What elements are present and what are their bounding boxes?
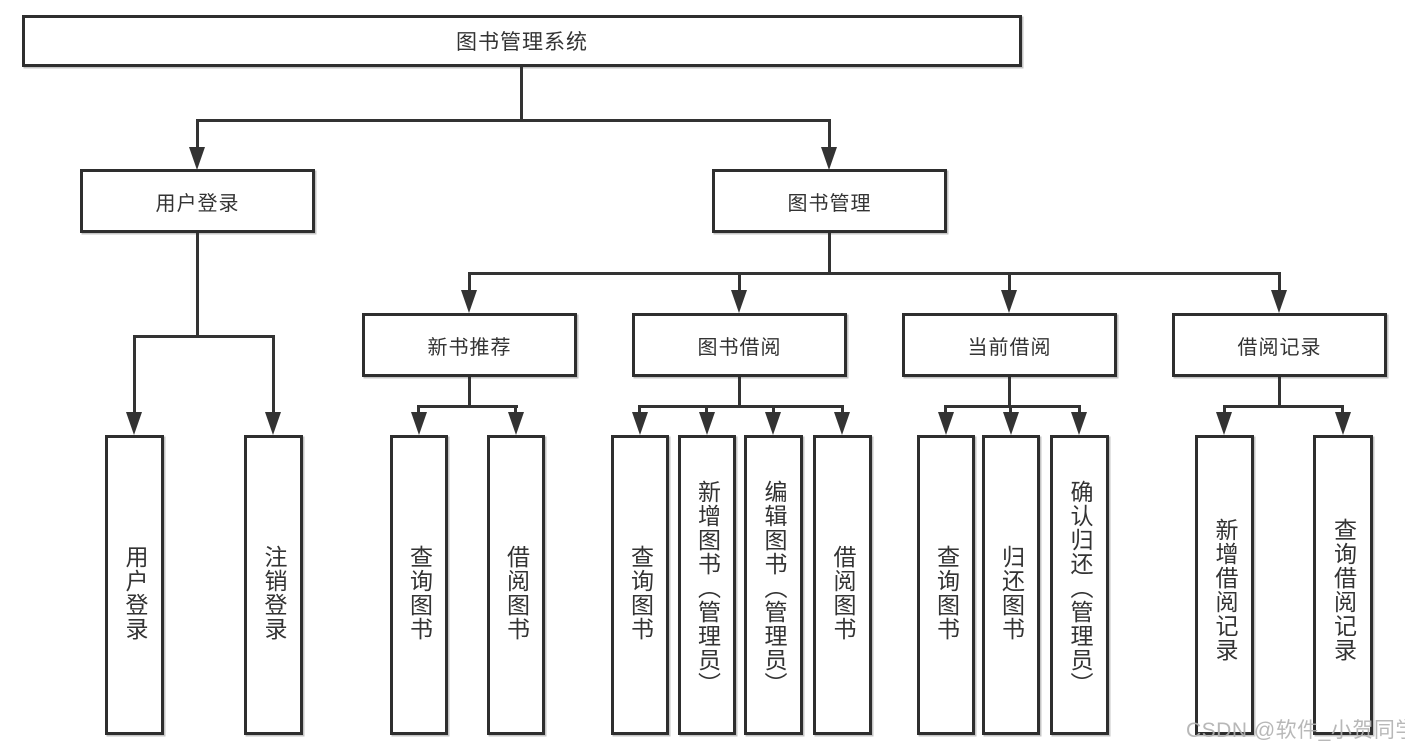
connector-line (738, 272, 741, 290)
connector-line (468, 377, 471, 405)
connector-line (638, 405, 844, 408)
connector-line (1278, 272, 1281, 290)
node-label: 查询图书 (406, 544, 433, 641)
node-label: 图书管理 (787, 192, 872, 215)
node-label: 查询图书 (627, 544, 654, 641)
node-leaf-query-book-borrowing: 查询图书 (611, 435, 669, 735)
connector-line (417, 405, 420, 412)
arrow-down-icon (1001, 290, 1017, 313)
node-leaf-add-borrow-record: 新增借阅记录 (1195, 435, 1254, 735)
arrow-down-icon (265, 412, 281, 435)
arrow-down-icon (1071, 412, 1087, 435)
arrow-down-icon (699, 412, 715, 435)
connector-line (828, 233, 831, 272)
node-leaf-edit-book-admin: 编辑图书（管理员） (744, 435, 803, 735)
connector-line (772, 405, 775, 412)
connector-line (638, 405, 641, 412)
arrow-down-icon (1003, 412, 1019, 435)
node-label: 新增借阅记录 (1212, 517, 1238, 662)
node-label: 借阅记录 (1237, 336, 1322, 359)
connector-line (133, 335, 136, 413)
connector-line (196, 233, 199, 335)
connector-line (1078, 405, 1081, 412)
connector-line (1008, 272, 1011, 290)
connector-line (514, 405, 517, 412)
node-current-borrowing: 当前借阅 (902, 313, 1117, 377)
node-label: 用户登录 (155, 192, 240, 215)
node-label: 借阅图书 (830, 544, 856, 641)
node-user-login: 用户登录 (80, 169, 315, 233)
connector-line (1223, 405, 1226, 412)
node-label: 查询图书 (933, 544, 960, 641)
arrow-down-icon (189, 147, 205, 170)
connector-line (738, 377, 741, 405)
node-label: 查询借阅记录 (1330, 517, 1357, 662)
arrow-down-icon (1335, 412, 1351, 435)
connector-line (944, 405, 947, 412)
connector-line (272, 335, 275, 413)
node-label: 用户登录 (122, 544, 148, 641)
connector-line (1341, 405, 1344, 412)
connector-line (468, 272, 471, 290)
arrow-down-icon (1271, 290, 1287, 313)
arrow-down-icon (938, 412, 954, 435)
arrow-down-icon (126, 412, 142, 435)
node-label: 借阅图书 (503, 544, 530, 641)
arrow-down-icon (1216, 412, 1232, 435)
connector-line (417, 405, 518, 408)
node-label: 新书推荐 (427, 336, 512, 359)
node-leaf-confirm-return-admin: 确认归还（管理员） (1050, 435, 1109, 735)
connector-line (1278, 377, 1281, 405)
node-label: 图书管理系统 (456, 31, 588, 54)
node-label: 当前借阅 (967, 336, 1052, 359)
arrow-down-icon (765, 412, 781, 435)
node-label: 图书借阅 (697, 336, 782, 359)
connector-line (133, 335, 275, 338)
csdn-watermark: CSDN @软件_小贺同学 (1186, 719, 1405, 742)
node-leaf-borrow-book: 借阅图书 (813, 435, 872, 735)
connector-line (196, 119, 831, 122)
node-book-borrowing: 图书借阅 (632, 313, 847, 377)
connector-line (196, 119, 199, 149)
node-leaf-logout: 注销登录 (244, 435, 303, 735)
arrow-down-icon (821, 147, 837, 170)
connector-line (468, 272, 1281, 275)
arrow-down-icon (461, 290, 477, 313)
node-leaf-query-book-recommend: 查询图书 (390, 435, 448, 735)
connector-line (828, 119, 831, 149)
node-leaf-borrow-book-recommend: 借阅图书 (487, 435, 545, 735)
node-leaf-query-borrow-record: 查询借阅记录 (1313, 435, 1373, 735)
connector-line (520, 67, 523, 119)
arrow-down-icon (632, 412, 648, 435)
connector-line (1008, 377, 1011, 405)
node-label: 编辑图书（管理员） (761, 480, 787, 696)
node-book-management: 图书管理 (712, 169, 947, 233)
node-leaf-return-book: 归还图书 (982, 435, 1040, 735)
node-borrow-records: 借阅记录 (1172, 313, 1387, 377)
connector-line (705, 405, 708, 412)
arrow-down-icon (508, 412, 524, 435)
arrow-down-icon (834, 412, 850, 435)
node-leaf-add-book-admin: 新增图书（管理员） (678, 435, 736, 735)
node-label: 确认归还（管理员） (1067, 480, 1093, 696)
arrow-down-icon (731, 290, 747, 313)
node-library-system: 图书管理系统 (22, 15, 1022, 67)
node-new-book-recommend: 新书推荐 (362, 313, 577, 377)
connector-line (944, 405, 1081, 408)
node-leaf-query-book-current: 查询图书 (917, 435, 975, 735)
connector-line (1223, 405, 1344, 408)
node-label: 归还图书 (998, 544, 1025, 641)
node-label: 新增图书（管理员） (694, 480, 721, 696)
arrow-down-icon (411, 412, 427, 435)
node-leaf-user-login: 用户登录 (105, 435, 164, 735)
connector-line (841, 405, 844, 412)
connector-line (1009, 405, 1012, 412)
node-label: 注销登录 (261, 544, 287, 641)
